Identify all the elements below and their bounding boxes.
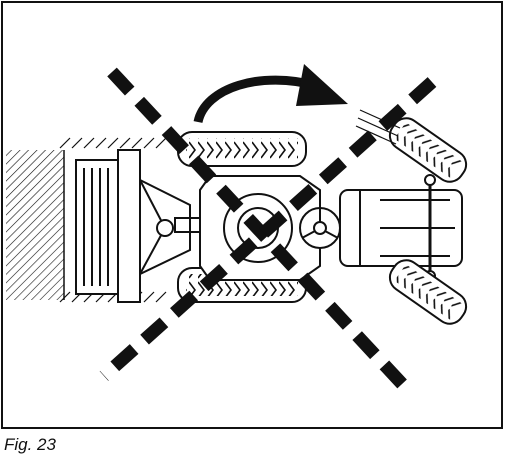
prohibition-cross-icon: [99, 67, 437, 391]
tractor-turning-prohibited-diagram: [6, 64, 468, 391]
figure-caption: Fig. 23: [4, 435, 56, 454]
curved-turn-arrow-icon: [193, 64, 348, 124]
